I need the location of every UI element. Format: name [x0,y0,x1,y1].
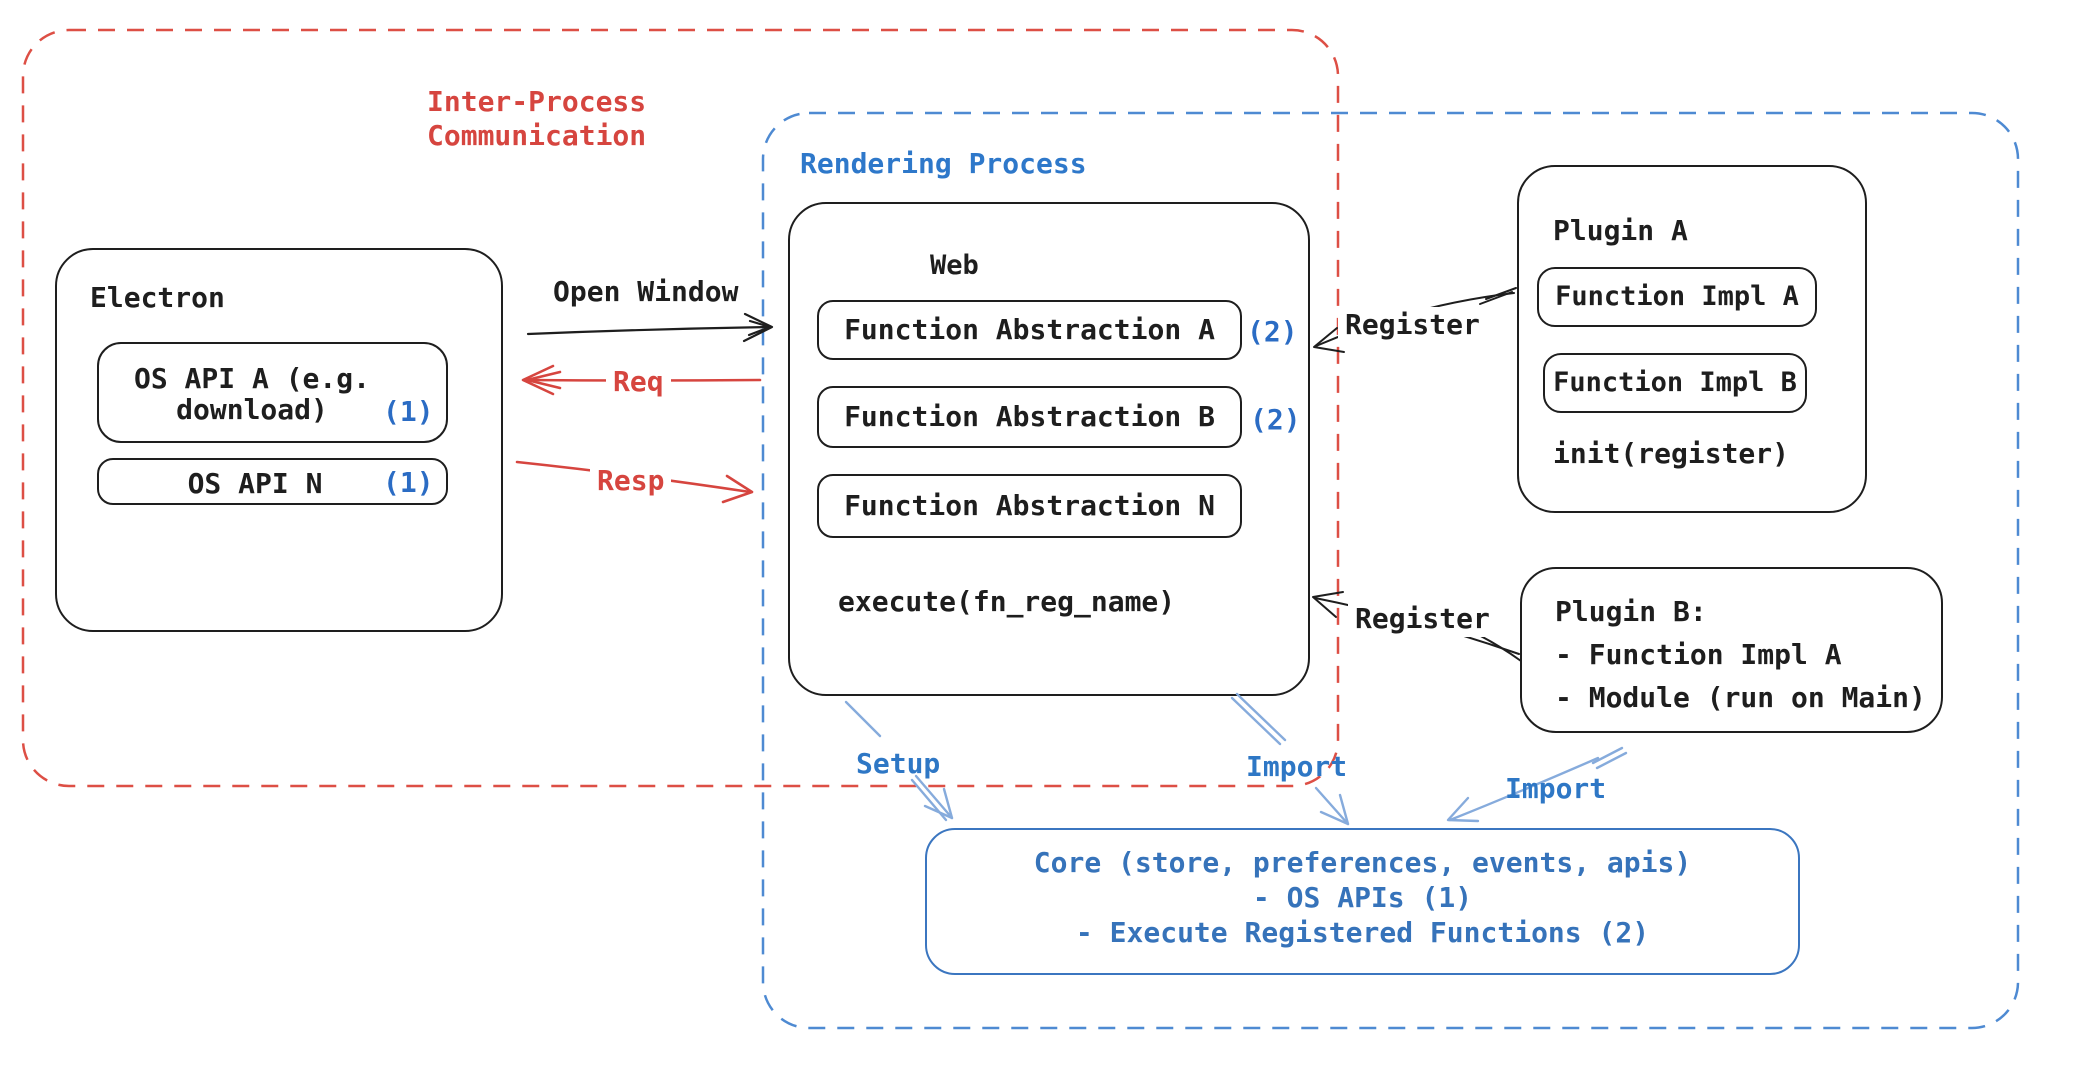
function-abstraction-b-badge: (2) [1250,403,1301,436]
setup-label: Setup [856,747,941,780]
web-box [788,202,1310,696]
import-web-label: Import [1246,750,1348,783]
function-abstraction-b-label: Function Abstraction B [844,400,1215,433]
open-window-arrow [526,312,774,343]
os-api-a-label: OS API A (e.g.download) [97,363,407,425]
init-register-label: init(register) [1553,437,1790,470]
web-title: Web [930,250,979,281]
execute-label: execute(fn_reg_name) [838,585,1176,618]
req-label: Req [606,364,671,400]
ipc-label-line1: Inter-Process [427,85,647,118]
plugin-b-item-1: - Function Impl A [1555,638,1842,671]
core-line-3: - Execute Registered Functions (2) [1075,916,1650,949]
os-api-n-label: OS API N [187,467,323,500]
os-api-a-badge: (1) [383,395,434,428]
register-a-label: Register [1338,307,1487,343]
register-b-label: Register [1348,601,1497,637]
plugin-b-item-2: - Module (run on Main) [1555,681,1926,714]
resp-label: Resp [590,463,672,499]
import-plugin-label: Import [1505,772,1607,805]
function-impl-b-label: Function Impl B [1553,367,1797,398]
function-abstraction-n-label: Function Abstraction N [844,489,1215,522]
plugin-b-text: Plugin B: - Function Impl A - Module (run … [1555,590,1926,719]
plugin-b-title: Plugin B: [1555,595,1707,628]
os-api-a-line2: download) [176,393,328,426]
ipc-label-line2: Communication [427,119,647,152]
core-line-1: Core (store, preferences, events, apis) [1033,846,1692,879]
function-abstraction-a-label: Function Abstraction A [844,313,1215,346]
os-api-a-line1: OS API A (e.g. [133,362,370,395]
core-line-2: - OS APIs (1) [1252,881,1473,914]
rendering-process-label: Rendering Process [800,147,1087,180]
electron-title: Electron [90,281,225,314]
core-text: Core (store, preferences, events, apis)-… [925,845,1800,950]
os-api-n-badge: (1) [383,466,434,499]
open-window-label: Open Window [553,275,739,308]
function-abstraction-a-badge: (2) [1247,315,1298,348]
plugin-a-title: Plugin A [1553,214,1688,247]
function-impl-a-label: Function Impl A [1555,281,1799,312]
